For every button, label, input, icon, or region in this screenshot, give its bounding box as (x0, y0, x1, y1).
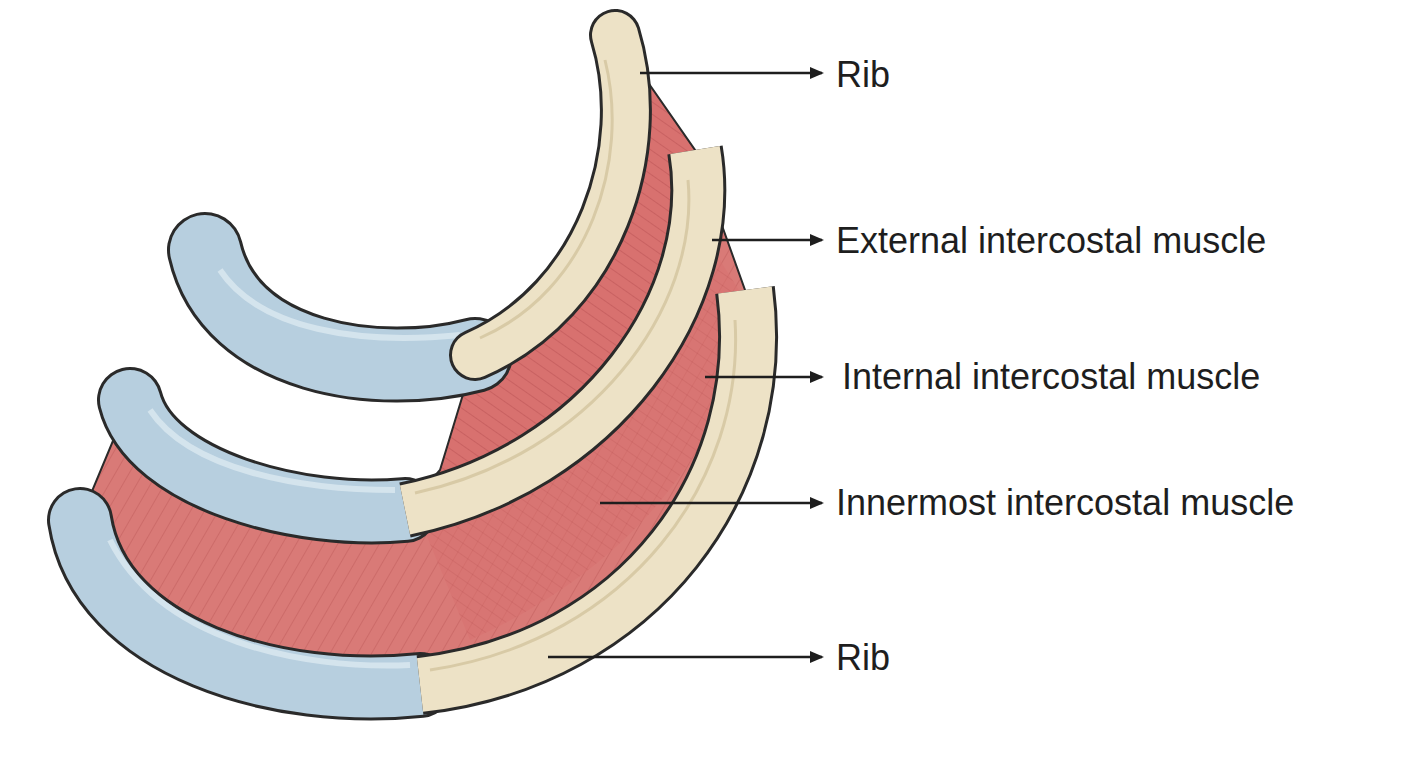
rib-1 (205, 35, 626, 365)
part-label: External intercostal muscle (836, 220, 1266, 261)
part-label: Rib (836, 54, 890, 95)
leader-arrows (548, 73, 822, 657)
part-label: Rib (836, 637, 890, 678)
part-label: Internal intercostal muscle (842, 356, 1260, 397)
part-label: Innermost intercostal muscle (836, 482, 1294, 523)
internal-intercostal (80, 150, 748, 688)
